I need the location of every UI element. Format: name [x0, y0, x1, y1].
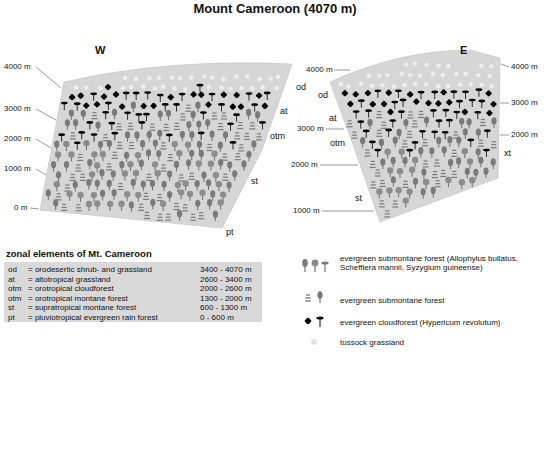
legend-text: evergreen submontane forest — [340, 296, 445, 305]
zone-label: od — [296, 82, 306, 92]
legend-entry: evergreen submontane forest — [340, 296, 545, 305]
vegetation-symbols — [46, 61, 497, 221]
zone-label: xt — [504, 148, 511, 158]
table-cell: otm — [8, 284, 21, 293]
altitude-label: 2000 m — [291, 160, 318, 169]
east-slope — [330, 50, 500, 222]
altitude-label: 1000 m — [293, 206, 320, 215]
table-cell: od — [8, 265, 17, 274]
altitude-label: 0 m — [14, 203, 27, 212]
altitude-label: 3000 m — [297, 124, 324, 133]
altitude-label: 3000 m — [511, 98, 538, 107]
legend-table-box — [4, 262, 262, 322]
side-label: E — [460, 44, 467, 57]
side-label: W — [95, 44, 105, 57]
table-cell: 0 - 600 m — [200, 313, 234, 322]
zone-label: od — [318, 90, 328, 100]
zone-label: st — [251, 176, 258, 186]
legend-text: tussock grassland — [340, 338, 404, 347]
leader-lines — [30, 64, 509, 211]
legend-entry: evergreen cloudforest (Hypericum revolut… — [340, 318, 545, 327]
legend-symbols — [302, 259, 328, 345]
table-cell: = orotropical cloudforest — [28, 284, 114, 293]
table-cell: st — [8, 303, 14, 312]
altitude-label: 4000 m — [511, 62, 538, 71]
table-cell: pt — [8, 313, 15, 322]
table-cell: = orotropical montane forest — [28, 294, 128, 303]
table-cell: = pluviotropical evergreen rain forest — [28, 313, 158, 322]
legend-text: evergreen cloudforest (Hypericum revolut… — [340, 318, 501, 327]
altitude-label: 2000 m — [511, 130, 538, 139]
altitude-label: 2000 m — [4, 134, 31, 143]
table-cell: 600 - 1300 m — [200, 303, 247, 312]
west-slope — [40, 63, 292, 228]
legend-entry: tussock grassland — [340, 338, 545, 347]
legend-heading: zonal elements of Mt. Cameroon — [6, 249, 152, 260]
table-cell: = orodesertic shrub- and grassland — [28, 265, 152, 274]
legend-entry: evergreen submontane forest (Allophylus … — [340, 254, 545, 272]
title: Mount Cameroon (4070 m) — [0, 2, 550, 17]
zone-label: at — [329, 113, 337, 123]
table-cell: 1300 - 2000 m — [200, 294, 252, 303]
zone-label: st — [355, 193, 362, 203]
altitude-label: 4000 m — [306, 65, 333, 74]
altitude-label: 4000 m — [4, 62, 31, 71]
zone-label: otm — [330, 138, 345, 148]
table-cell: = altotropical grassland — [28, 275, 111, 284]
table-cell: at — [8, 275, 15, 284]
table-cell: 3400 - 4070 m — [200, 265, 252, 274]
table-cell: 2000 - 2600 m — [200, 284, 252, 293]
table-cell: 2600 - 3400 m — [200, 275, 252, 284]
zone-label: at — [280, 106, 288, 116]
altitude-label: 3000 m — [4, 104, 31, 113]
zone-label: otm — [270, 131, 285, 141]
legend-text: evergreen submontane forest (Allophylus … — [340, 254, 518, 272]
altitude-label: 1000 m — [4, 164, 31, 173]
table-cell: = supratropical montane forest — [28, 303, 136, 312]
table-cell: otm — [8, 294, 21, 303]
zone-label: pt — [226, 227, 234, 237]
